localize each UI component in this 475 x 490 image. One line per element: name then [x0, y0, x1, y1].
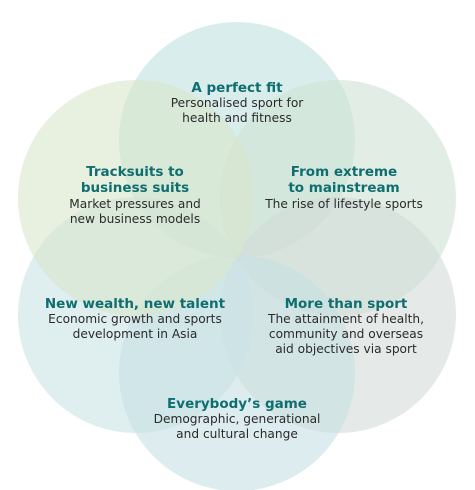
megatrend-description: Demographic, generational	[153, 412, 321, 427]
megatrend-title: Everybody’s game	[167, 396, 307, 412]
megatrend-title: A perfect fit	[191, 80, 283, 96]
megatrend-title: New wealth, new talent	[44, 296, 226, 312]
megatrend-description: The rise of lifestyle sports	[265, 196, 423, 211]
megatrend-description: health and fitness	[182, 111, 292, 126]
megatrend-description: and cultural change	[176, 427, 298, 442]
megatrend-title: business suits	[80, 180, 190, 197]
megatrend-title: From extreme	[290, 164, 398, 180]
megatrend-description: The attainment of health,	[268, 312, 424, 327]
megatrend-description: new business models	[69, 211, 201, 226]
label-everybodys-game: Everybody’s game Demographic, generation…	[127, 396, 347, 442]
megatrend-description: Market pressures and	[69, 196, 201, 211]
label-extreme-to-mainstream: From extreme to mainstream The rise of l…	[244, 164, 444, 212]
label-a-perfect-fit: A perfect fit Personalised sport for hea…	[137, 80, 337, 126]
circle-tracksuits	[18, 80, 254, 316]
megatrend-title: More than sport	[284, 296, 408, 312]
megatrend-description: community and overseas	[268, 327, 424, 342]
megatrend-title: to mainstream	[288, 180, 400, 197]
megatrend-description: Personalised sport for	[170, 96, 304, 111]
megatrend-description: Economic growth and sports	[48, 312, 222, 327]
megatrend-description: aid objectives via sport	[275, 342, 417, 357]
label-new-wealth: New wealth, new talent Economic growth a…	[22, 296, 248, 342]
megatrend-description: development in Asia	[72, 327, 198, 342]
label-tracksuits: Tracksuits to business suits Market pres…	[35, 164, 235, 227]
label-more-than-sport: More than sport The attainment of health…	[246, 296, 446, 357]
megatrend-title: Tracksuits to	[86, 164, 184, 180]
